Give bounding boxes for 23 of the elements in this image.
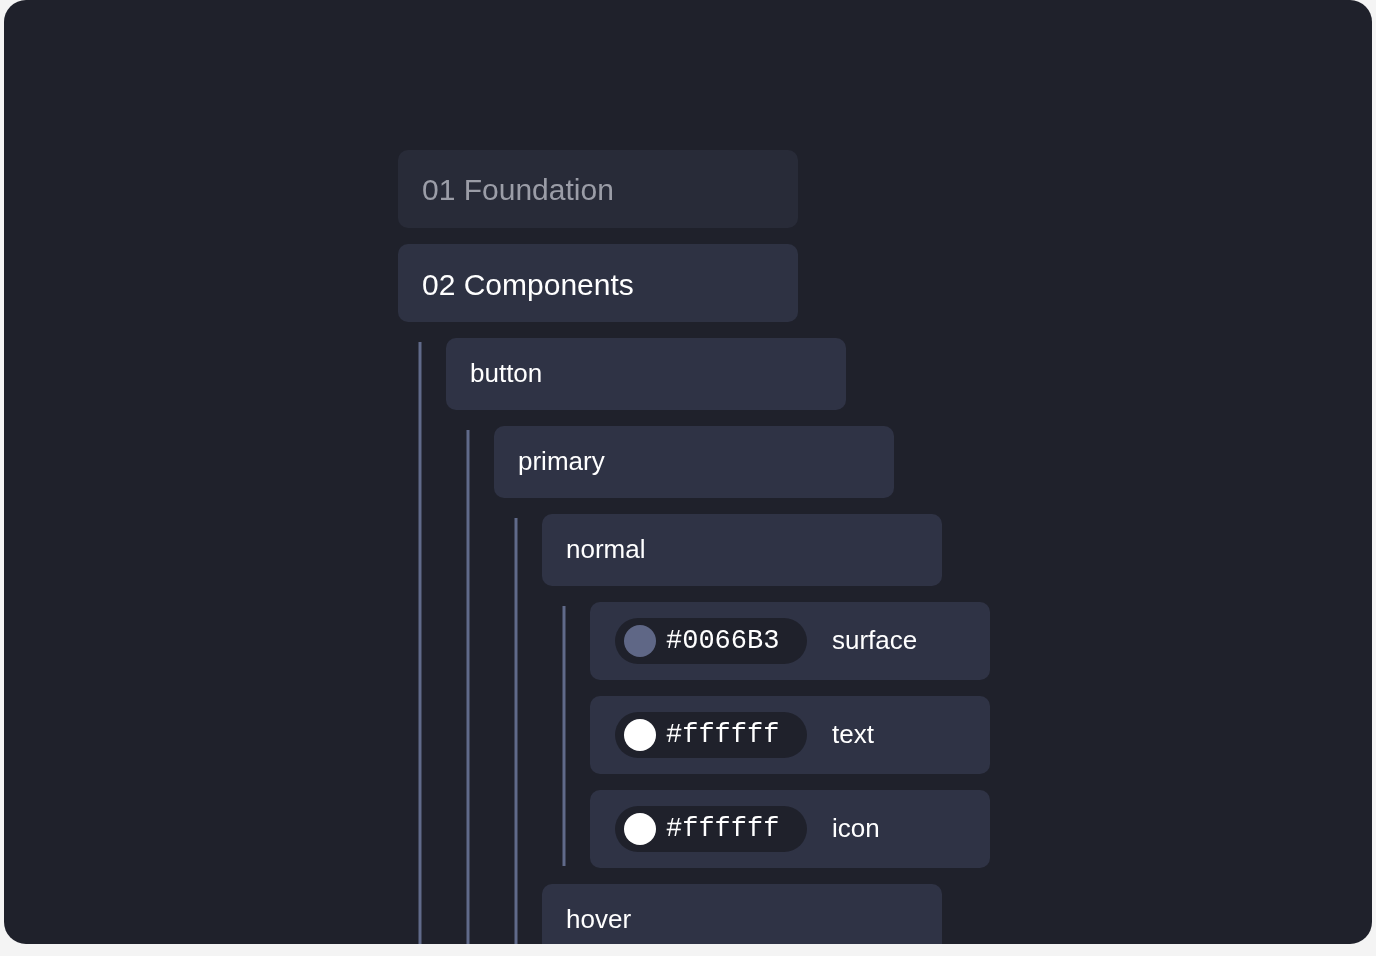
color-chip [615,806,807,852]
tree-item [542,884,942,944]
token-name: icon [832,813,880,845]
item-label: 02 Components [422,267,634,303]
color-chip [615,618,807,664]
hex-code: #0066B3 [666,624,780,658]
tree-item [542,514,942,586]
tree-item [398,244,798,322]
color-chip [615,712,807,758]
token-name: surface [832,625,918,657]
item-label: hover [566,904,632,936]
token-row [590,696,990,774]
item-label: button [470,358,543,390]
hex-code: #ffffff [666,812,780,846]
token-name: text [832,719,874,751]
item-label: 01 Foundation [422,172,614,208]
item-label: primary [518,446,605,478]
token-row [590,602,990,680]
tree-item [494,426,894,498]
token-row [590,790,990,868]
tree-item [446,338,846,410]
hex-code: #ffffff [666,718,780,752]
item-label: normal [566,534,646,566]
